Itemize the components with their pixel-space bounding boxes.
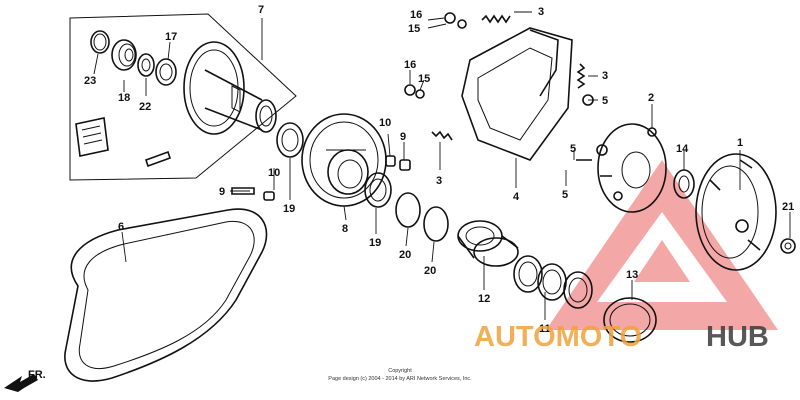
callout-5: 5 — [562, 189, 568, 201]
driven-face-part — [183, 41, 277, 135]
callout-9: 9 — [400, 131, 406, 143]
callout-16: 16 — [410, 9, 422, 21]
bearing-part — [111, 39, 137, 71]
pin-part — [231, 155, 411, 201]
watermark-wordmark: AUTOMOTO HUB — [474, 321, 769, 353]
nut-part — [780, 238, 796, 254]
callout-18: 18 — [118, 92, 130, 104]
drive-belt-part — [64, 208, 268, 382]
watermark-logo — [546, 160, 778, 330]
callout-17: 17 — [165, 31, 177, 43]
o-ring-part — [395, 192, 449, 242]
ring-set-part — [513, 255, 593, 309]
collar-part — [457, 220, 519, 267]
movable-face-part — [301, 113, 387, 207]
callout-20: 20 — [399, 249, 411, 261]
spring-part — [431, 14, 586, 141]
front-direction-arrow-icon: FR. — [4, 369, 46, 392]
seal-part — [137, 53, 155, 77]
callout-12: 12 — [478, 293, 490, 305]
small-bolt-part — [144, 150, 172, 168]
callout-19: 19 — [283, 203, 295, 215]
oil-seal-part — [155, 58, 177, 86]
instruction-label-icon — [75, 117, 109, 157]
callout-5: 5 — [602, 95, 608, 107]
large-ring-part — [603, 297, 657, 343]
assembly-frame — [69, 13, 297, 181]
callout-9: 9 — [219, 186, 225, 198]
callout-7: 7 — [258, 4, 264, 16]
drive-plate-part — [576, 123, 667, 213]
callout-15: 15 — [418, 73, 430, 85]
direction-label: FR. — [28, 369, 46, 381]
callout-3: 3 — [602, 70, 608, 82]
callout-22: 22 — [139, 101, 151, 113]
callout-1: 1 — [737, 137, 743, 149]
copyright-line1: Copyright — [388, 368, 412, 374]
callout-labels: 1 2 3 3 3 4 5 5 5 6 7 8 9 9 10 10 11 12 … — [84, 4, 794, 335]
seal-ring-part — [276, 122, 304, 158]
callout-8: 8 — [342, 223, 348, 235]
callout-15: 15 — [408, 23, 420, 35]
clutch-outer-part — [695, 153, 777, 271]
callout-16: 16 — [404, 59, 416, 71]
seal-ring-part — [364, 172, 392, 208]
callout-5: 5 — [570, 143, 576, 155]
leader-lines — [93, 11, 791, 320]
callout-3: 3 — [538, 6, 544, 18]
callout-13: 13 — [626, 269, 638, 281]
copyright-line2: Page design (c) 2004 - 2014 by ARI Netwo… — [328, 376, 472, 382]
callout-23: 23 — [84, 75, 96, 87]
circlip-part — [90, 30, 110, 54]
watermark-word-left: AUTOMOTO — [474, 321, 642, 353]
watermark-word-right: HUB — [706, 321, 769, 353]
copyright-notice: Copyright Page design (c) 2004 - 2014 by… — [328, 368, 472, 382]
callout-4: 4 — [513, 191, 520, 203]
callout-14: 14 — [676, 143, 689, 155]
nut-washer-part — [404, 12, 594, 106]
callout-3: 3 — [436, 175, 442, 187]
clutch-shoe-part — [461, 27, 573, 161]
callout-10: 10 — [268, 167, 280, 179]
callout-6: 6 — [118, 221, 124, 233]
callout-20: 20 — [424, 265, 436, 277]
callout-10: 10 — [379, 117, 391, 129]
callout-19: 19 — [369, 237, 381, 249]
callout-2: 2 — [648, 92, 654, 104]
callout-11: 11 — [539, 323, 551, 335]
callout-21: 21 — [782, 201, 794, 213]
